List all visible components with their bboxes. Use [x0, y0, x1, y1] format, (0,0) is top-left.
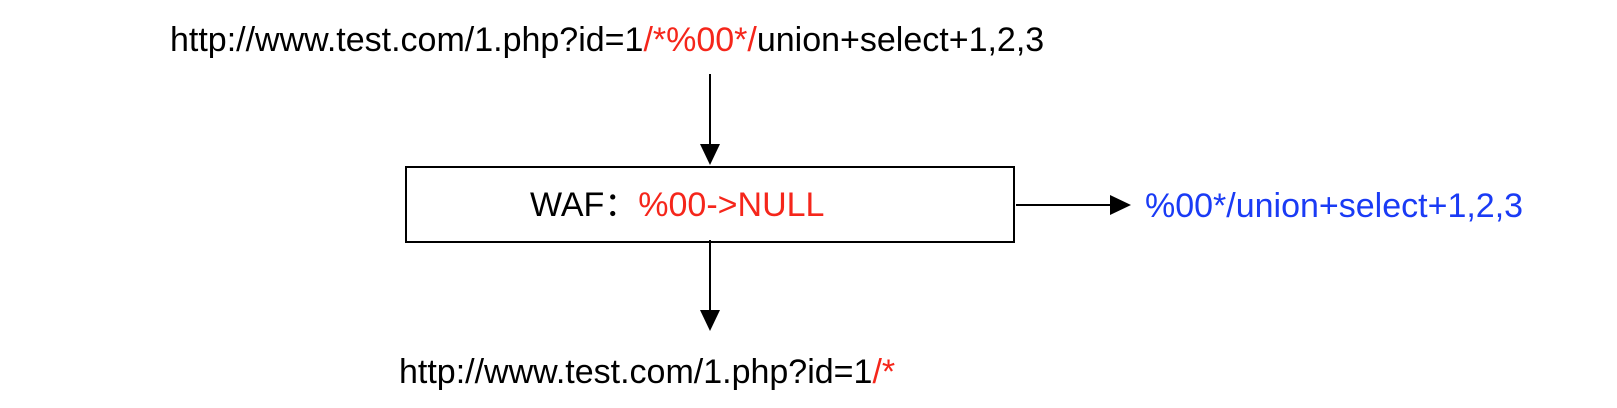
output-url-prefix: http://www.test.com/1.php?id=1: [399, 353, 873, 391]
input-url-prefix: http://www.test.com/1.php?id=1: [170, 21, 644, 59]
arrow-down-to-result: [700, 240, 720, 331]
output-url: http://www.test.com/1.php?id=1/*: [399, 352, 895, 392]
filtered-output: %00*/union+select+1,2,3: [1145, 187, 1524, 225]
output-url-comment: /*: [872, 353, 896, 391]
input-url-suffix: union+select+1,2,3: [756, 21, 1045, 59]
waf-label-group: WAF：%00->NULL: [530, 185, 824, 225]
waf-label: WAF：: [530, 186, 639, 224]
input-url: http://www.test.com/1.php?id=1/*%00*/uni…: [170, 20, 1044, 60]
arrow-down-to-waf: [700, 74, 720, 165]
input-url-injected-comment: /*%00*/: [643, 21, 757, 59]
waf-rule: %00->NULL: [638, 186, 825, 224]
arrow-right-to-output: [1016, 195, 1131, 215]
